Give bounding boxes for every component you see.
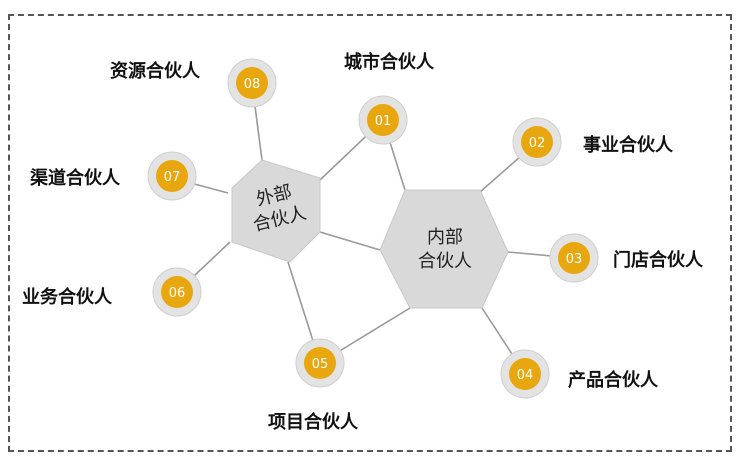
label-resource-partner: 资源合伙人 [110, 61, 200, 82]
label-service-partner: 业务合伙人 [22, 287, 112, 308]
node-06: 06 [152, 267, 202, 317]
inner-hub-line2: 合伙人 [418, 251, 472, 272]
node-number: 06 [169, 286, 186, 301]
node-02: 02 [512, 117, 562, 167]
outer-hub-hexagon [231, 159, 321, 263]
node-07: 07 [147, 151, 197, 201]
label-project-partner: 项目合伙人 [268, 412, 358, 433]
label-city-partner: 城市合伙人 [344, 52, 434, 73]
node-number: 07 [164, 170, 181, 185]
node-number: 02 [529, 136, 546, 151]
dashed-frame [8, 14, 732, 452]
inner-hub-line1: 内部 [427, 227, 463, 248]
label-channel-partner: 渠道合伙人 [30, 168, 120, 189]
node-03: 03 [549, 233, 599, 283]
node-number: 03 [566, 252, 583, 267]
node-number: 05 [312, 357, 329, 372]
node-number: 04 [517, 368, 534, 383]
label-product-partner: 产品合伙人 [568, 370, 658, 391]
inner-hub-text: 内部 合伙人 [400, 226, 490, 274]
label-store-partner: 门店合伙人 [613, 250, 703, 271]
node-05: 05 [295, 338, 345, 388]
node-04: 04 [500, 349, 550, 399]
node-01: 01 [358, 95, 408, 145]
node-08: 08 [227, 58, 277, 108]
connector-line [319, 231, 381, 251]
node-number: 08 [244, 77, 261, 92]
label-business-partner: 事业合伙人 [583, 135, 673, 156]
inner-hub-hexagon [379, 189, 509, 309]
node-number: 01 [375, 114, 392, 129]
